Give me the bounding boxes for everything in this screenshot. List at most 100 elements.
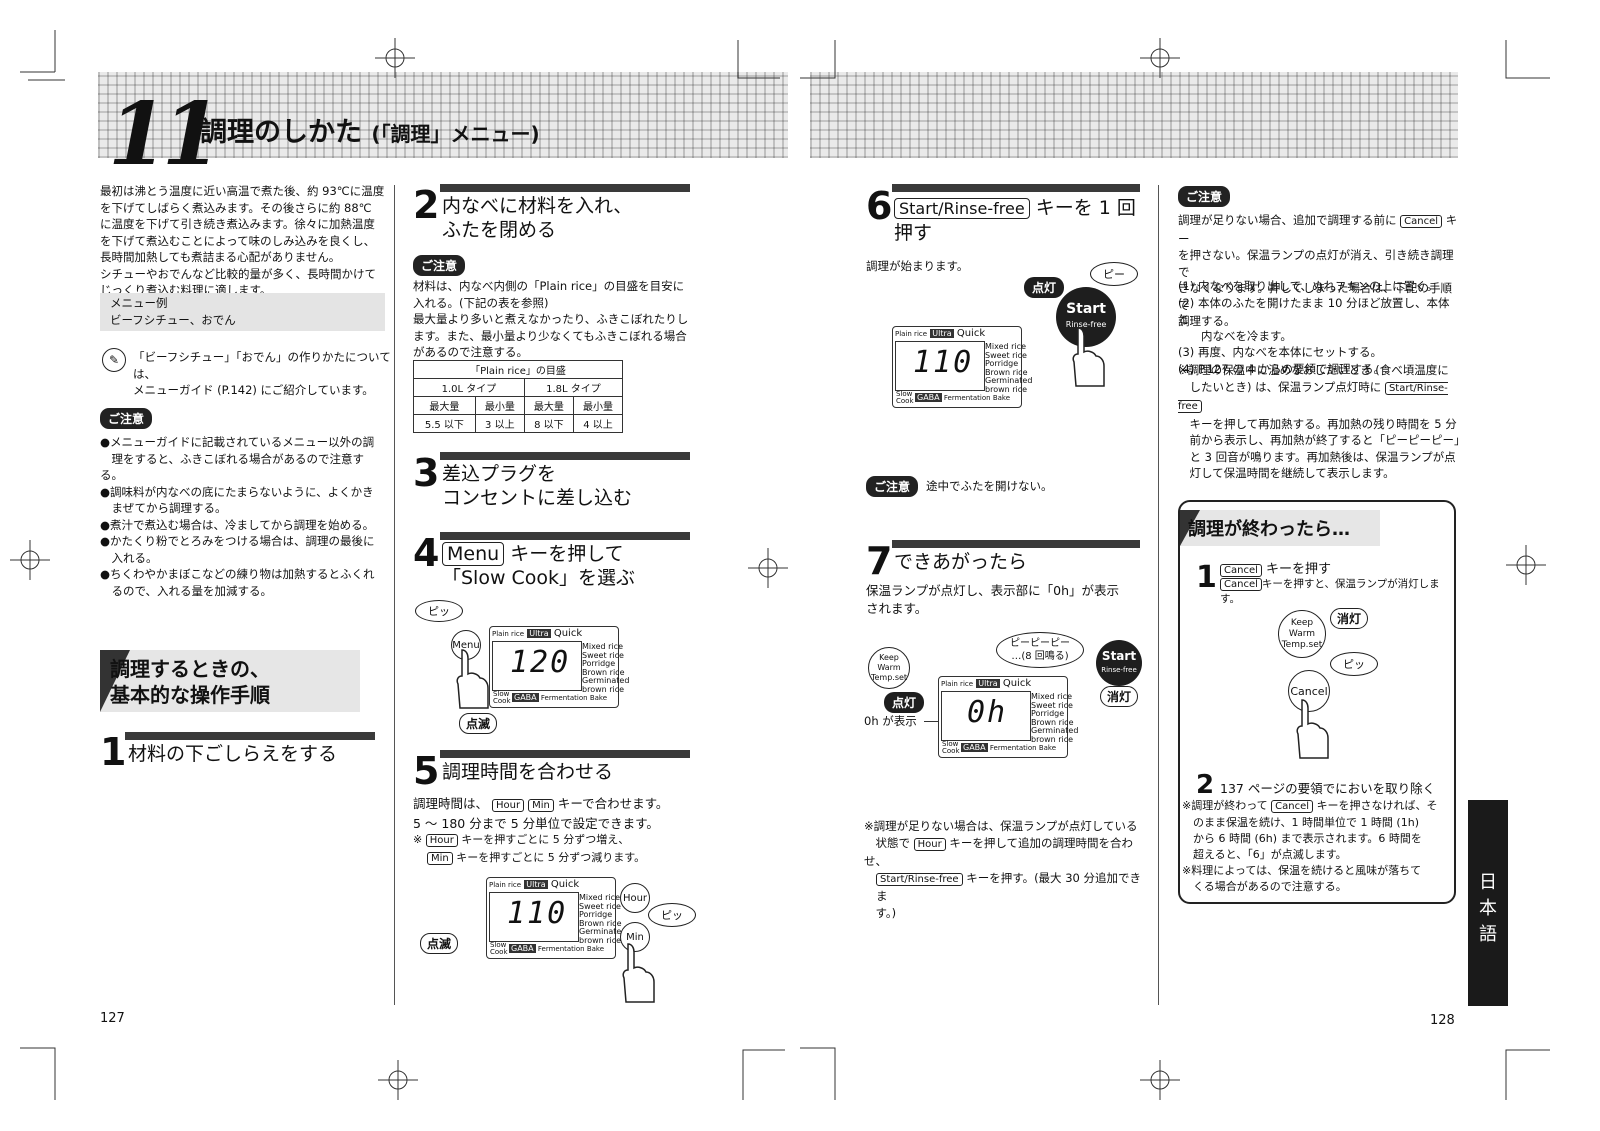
- info-icon: ✎: [102, 348, 126, 372]
- step7-lcd-digits: 0h: [967, 695, 1008, 730]
- step7-lcd-display: Plain rice Ultra Quick 0h Mixed rice Swe…: [938, 676, 1078, 758]
- pointing-hand-icon: [456, 649, 489, 709]
- step7-beep-bubble: ピーピーピー …(8 回鳴る): [996, 632, 1084, 668]
- box-off-badge: 消灯: [1330, 608, 1369, 629]
- step7-light-badge: 点灯: [884, 692, 925, 713]
- col4-caution-text: 調理が足りない場合、追加で調理する前に Cancel キー を押さない。保温ラン…: [1178, 213, 1458, 328]
- step5-beep-bubble: ピッ: [648, 903, 696, 927]
- step4-beep-bubble: ピッ: [415, 600, 463, 622]
- step4-title: Menu キーを押して 「Slow Cook」を選ぶ: [442, 542, 636, 589]
- step5-text: 調理時間は、 Hour Min キーで合わせます。 5 ～ 180 分まで 5 …: [413, 796, 669, 831]
- step6-number: 6: [866, 184, 893, 228]
- menu-key: Menu: [442, 542, 505, 566]
- right-page: 6 Start/Rinse-free キーを 1 回 押す 調理が始まります。 …: [800, 0, 1600, 1131]
- step2-bar: [440, 184, 690, 192]
- step4-blink-badge: 点滅: [459, 713, 498, 734]
- hour-round-key: Hour: [620, 883, 650, 913]
- box-step2-note: ※調理が終わって Cancel キーを押さなければ、そ のまま保温を続け、1 時…: [1182, 799, 1438, 893]
- caution-badge: ご注意: [100, 408, 153, 429]
- step5-title: 調理時間を合わせる: [442, 761, 614, 783]
- step7-text: 保温ランプが点灯し、表示部に「0h」が表示 されます。: [866, 583, 1120, 616]
- step3-title: 差込プラグを コンセントに差し込む: [442, 463, 633, 509]
- col4-reheat-note: ※調理の保温中に温めなおしたいとき (食べ頃温度に したいとき) は、保温ランプ…: [1178, 363, 1466, 480]
- step7-note: ※調理が足りない場合は、保温ランプが点灯している 状態で Hour キーを押して…: [864, 819, 1141, 920]
- registration-mark-bottom-r: [1140, 1060, 1180, 1100]
- step6-lcd-display: Plain rice Ultra Quick 110 Mixed rice Sw…: [892, 326, 1032, 408]
- step6-title: Start/Rinse-free キーを 1 回 押す: [894, 197, 1136, 244]
- pointing-hand-icon: [1296, 699, 1329, 759]
- step5-note: ※ Hour キーを押すごとに 5 分ずつ増え、 Min キーを押すごとに 5 …: [413, 833, 646, 865]
- step6-bar: [892, 184, 1140, 192]
- plain-rice-table: 「Plain rice」の目盛 1.0L タイプ 1.8L タイプ 最大量 最小…: [413, 360, 624, 433]
- step2-title: 内なべに材料を入れ、 ふたを閉める: [442, 195, 633, 241]
- guide-note: 「ビーフシチュー」「おでん」の作りかたについては、 メニューガイド (P.142…: [133, 350, 391, 397]
- step2-number: 2: [413, 183, 440, 227]
- column-divider-right: [1158, 185, 1159, 1005]
- step7-title: できあがったら: [894, 551, 1028, 573]
- start-key: Start/Rinse-free: [894, 198, 1030, 219]
- after-cooking-title: 調理が終わったら…: [1188, 519, 1350, 540]
- table-type-1: 1.0L タイプ: [413, 378, 525, 397]
- step5-lcd-digits: 110: [507, 896, 568, 931]
- step7-off-badge: 消灯: [1100, 686, 1139, 707]
- crop-mark-bottom-right: [742, 1049, 785, 1100]
- step5-number: 5: [413, 749, 440, 793]
- crop-mark-bottom-left-r: [800, 1047, 836, 1100]
- crop-mark-bottom-right-r: [1505, 1049, 1550, 1100]
- keepwarm-round-key: Keep Warm Temp.set: [868, 647, 910, 689]
- step1-bar: [125, 732, 375, 740]
- step7-number: 7: [866, 539, 893, 583]
- keepwarm-round-key-2: Keep Warm Temp.set: [1278, 610, 1326, 658]
- step6-lcd-digits: 110: [913, 345, 974, 380]
- chapter-title: 調理のしかた (「調理」メニュー): [200, 110, 540, 149]
- registration-mark-left: [10, 540, 50, 580]
- table-title: 「Plain rice」の目盛: [413, 360, 623, 379]
- step7-bar: [892, 540, 1140, 548]
- step1-number: 1: [100, 730, 127, 774]
- step2-text: 材料は、内なべ内側の「Plain rice」の目盛を目安に 入れる。(下記の表を…: [413, 279, 689, 359]
- crop-mark-bottom-left: [20, 1047, 56, 1100]
- step4-bar: [440, 532, 690, 540]
- step6-text: 調理が始まります。: [866, 259, 969, 273]
- chapter-subtitle: (「調理」メニュー): [371, 122, 540, 146]
- min-round-key: Min: [620, 922, 650, 952]
- intro-text: 最初は沸とう温度に近い高温で煮た後、約 93℃に温度 を下げてしばらく煮込みます…: [100, 184, 385, 297]
- registration-mark-right: [748, 548, 788, 588]
- step4-number: 4: [413, 531, 440, 575]
- crop-mark-top-left-r: [800, 40, 836, 79]
- registration-mark-top-r: [1140, 38, 1180, 78]
- step6-caution: ご注意 途中でふたを開けない。: [866, 476, 1053, 497]
- chapter-number: 11: [108, 84, 222, 185]
- section-title-line1: 調理するときの、: [110, 657, 270, 681]
- step3-number: 3: [413, 451, 440, 495]
- registration-mark-right-r: [1506, 545, 1546, 585]
- crop-mark-top-right: [737, 40, 780, 79]
- step7-show-label: 0h が表示: [864, 714, 917, 728]
- box-step1-number: 1: [1196, 560, 1217, 595]
- box-step2-title: 137 ページの要領でにおいを取り除く: [1220, 781, 1436, 796]
- header-hatch-band-right: [810, 72, 1458, 158]
- box-step2-number: 2: [1196, 770, 1215, 800]
- column-divider: [394, 185, 395, 1005]
- step5-bar: [440, 750, 690, 758]
- step6-beep-bubble: ピー: [1090, 262, 1138, 286]
- table-type-2: 1.8L タイプ: [523, 378, 624, 397]
- step6-light-badge: 点灯: [1024, 277, 1065, 298]
- step4-lcd-display: Plain rice Ultra Quick 120 Mixed rice Sw…: [489, 626, 629, 708]
- pointing-hand-icon: [622, 943, 655, 1003]
- step5-blink-badge: 点滅: [420, 933, 459, 954]
- language-tab: 日 本 語: [1468, 800, 1508, 1006]
- step4-lcd-digits: 120: [510, 645, 571, 680]
- caution-list: ●メニューガイドに記載されているメニュー以外の調 理をすると、ふきこぼれる場合が…: [100, 435, 375, 598]
- start-round-key-2: Start Rinse-free: [1096, 640, 1142, 686]
- crop-mark-top-left: [20, 30, 65, 81]
- section-title-line2: 基本的な操作手順: [110, 683, 270, 707]
- start-round-key: Start Rinse-free: [1056, 287, 1116, 347]
- registration-mark-bottom: [378, 1060, 418, 1100]
- box-beep-bubble: ピッ: [1330, 652, 1378, 676]
- crop-mark-top-right-r: [1505, 40, 1550, 79]
- pointing-hand-icon: [1072, 327, 1105, 387]
- col4-caution-badge: ご注意: [1178, 186, 1231, 207]
